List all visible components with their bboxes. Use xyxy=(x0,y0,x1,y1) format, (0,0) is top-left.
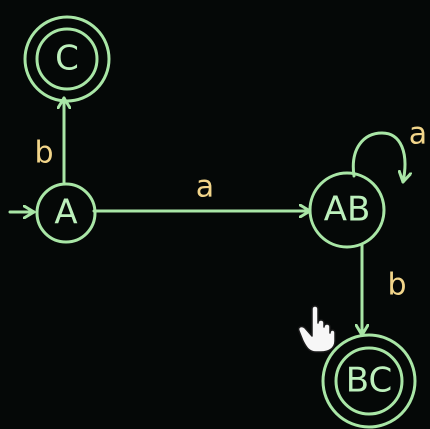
pointer-hand-icon xyxy=(297,305,336,353)
edge-label-a-to-ab: a xyxy=(196,170,214,205)
state-label-a: A xyxy=(54,193,77,233)
state-ab: AB xyxy=(308,171,386,249)
edge-label-a-to-c: b xyxy=(34,136,53,171)
edge-label-ab-to-bc: b xyxy=(387,268,406,303)
state-a: A xyxy=(35,182,97,244)
state-label-ab: AB xyxy=(324,190,371,230)
state-label-bc: BC xyxy=(346,361,392,401)
edge-ab-self-loop xyxy=(351,131,405,184)
state-c: C xyxy=(23,15,111,103)
state-bc: BC xyxy=(321,333,417,429)
edge-label-ab-self-loop: a xyxy=(409,117,427,152)
state-label-c: C xyxy=(55,39,79,79)
